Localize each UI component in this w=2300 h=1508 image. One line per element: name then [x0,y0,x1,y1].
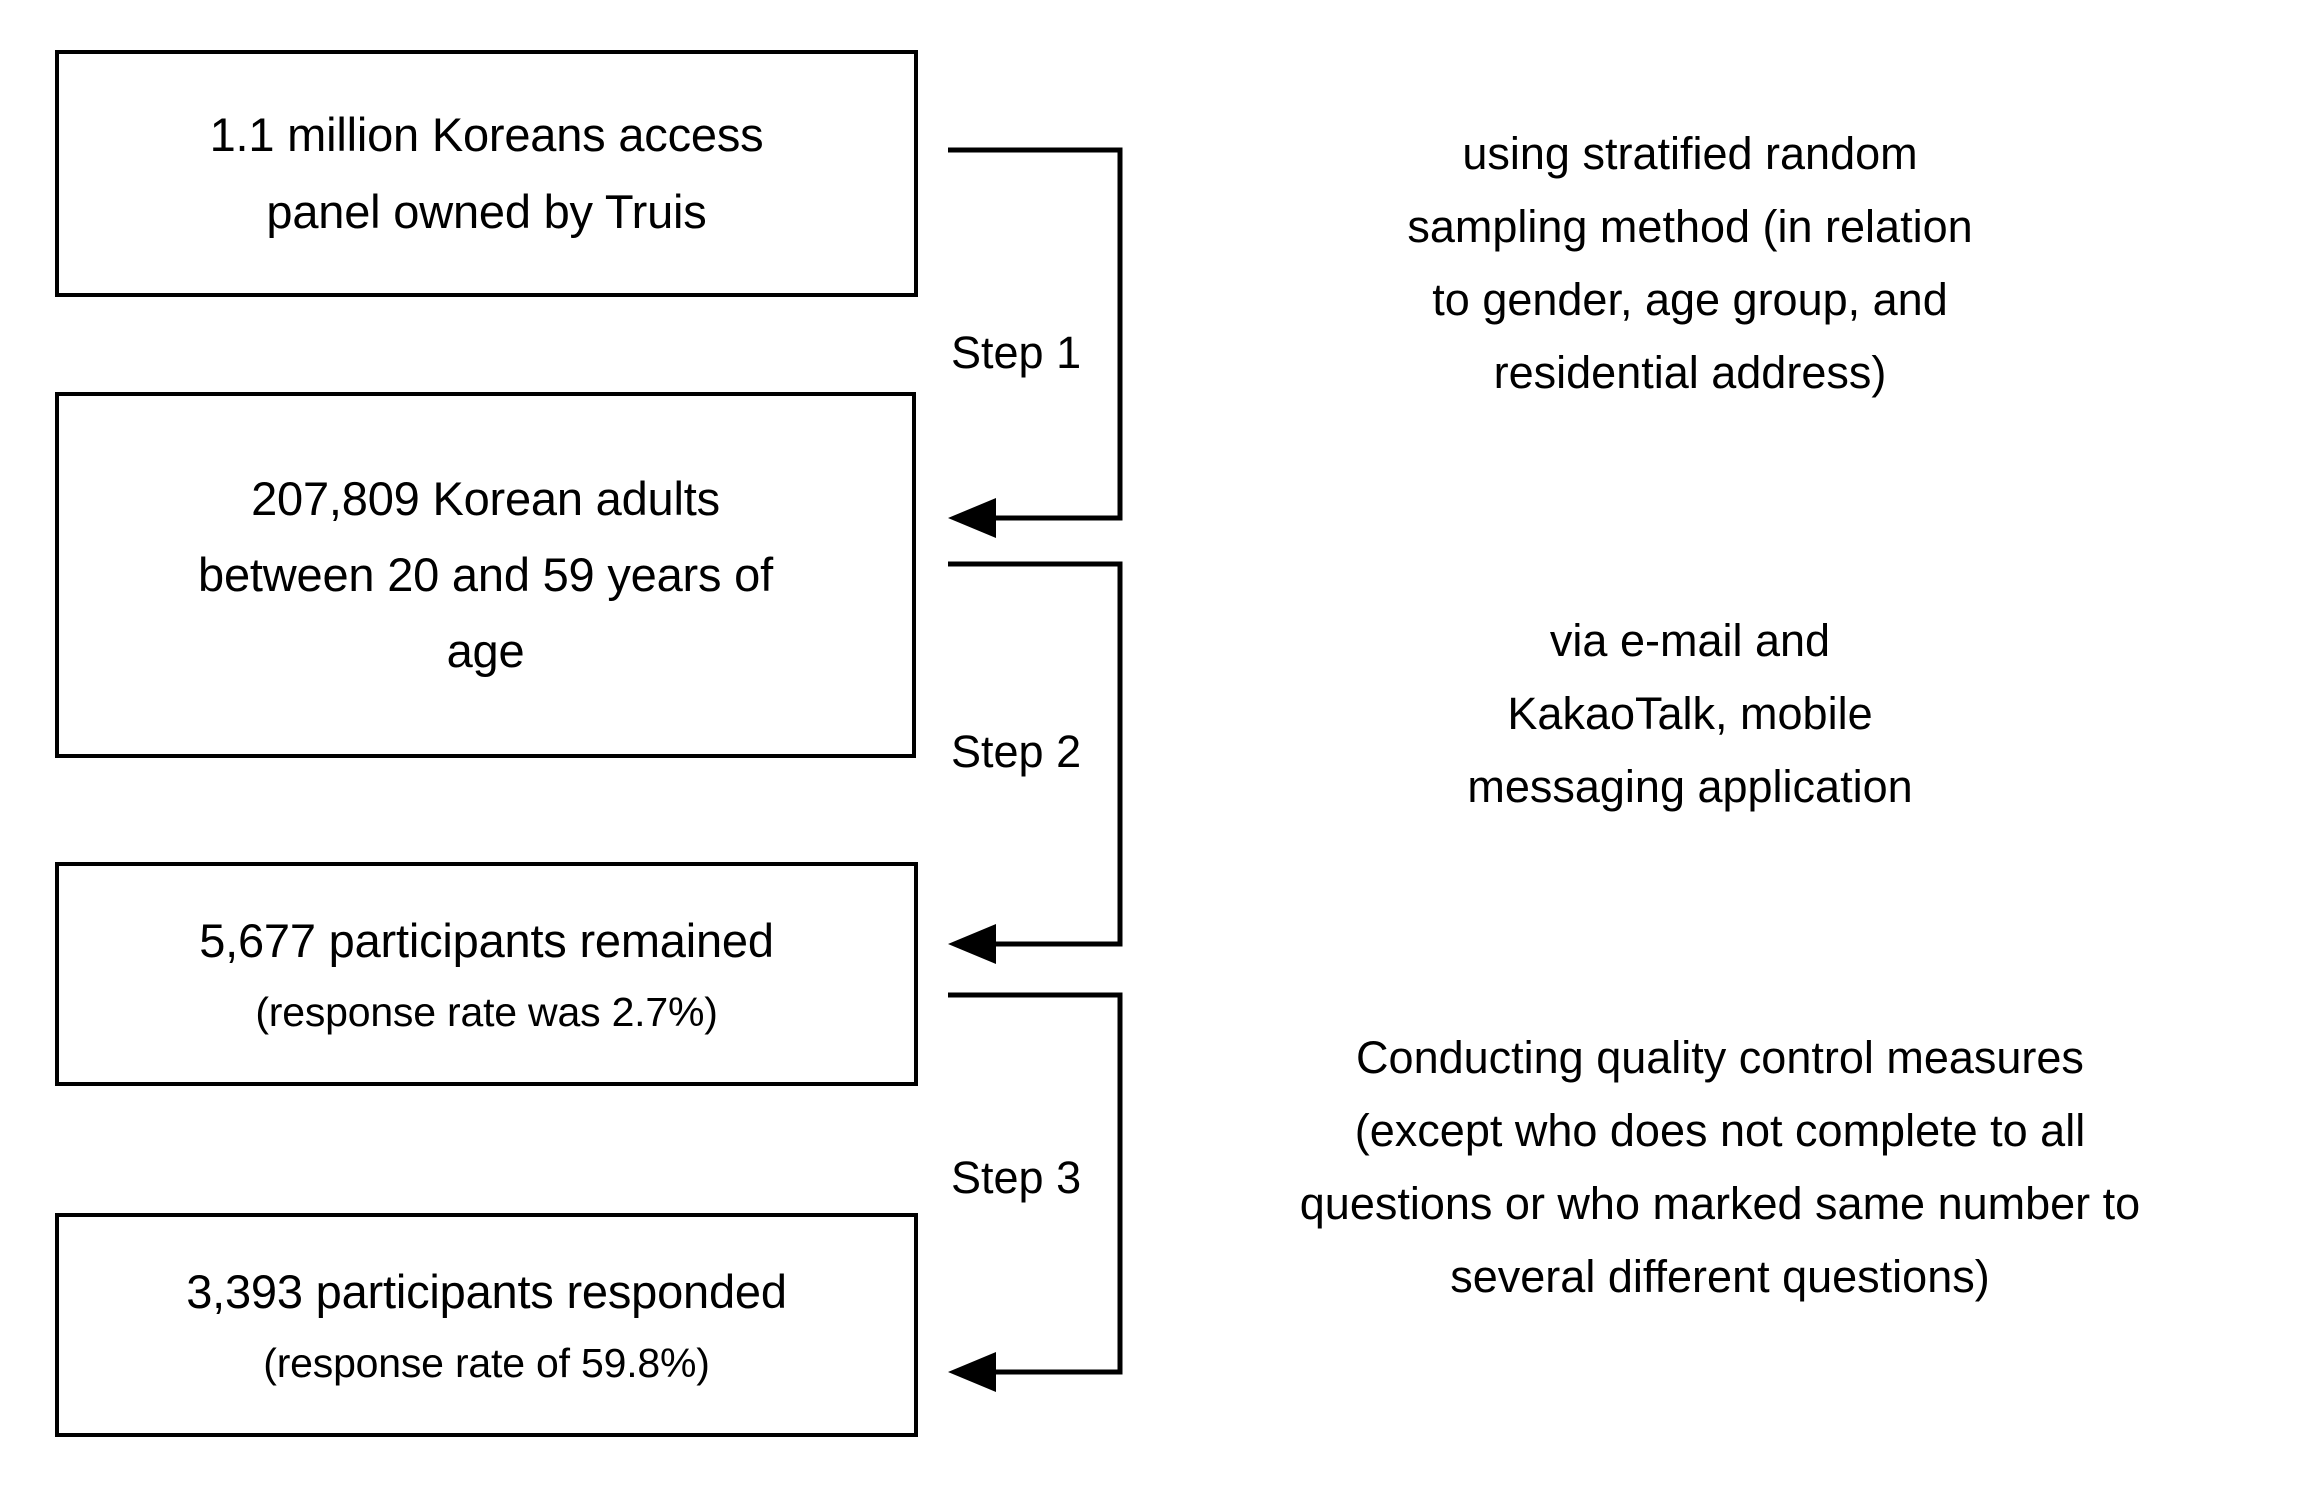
flow-box-eligible: 207,809 Korean adults between 20 and 59 … [55,392,916,758]
connector-step-2-arrowhead [948,924,996,964]
note-sampling-line-1: using stratified random [1462,128,1918,179]
step-label-2: Step 2 [951,726,1082,777]
connector-step-1-arrowhead [948,498,996,538]
note-contact-line-2: KakaoTalk, mobile [1507,687,1873,739]
flow-box-population: 1.1 million Koreans access panel owned b… [55,50,918,297]
note-sampling-line-3: to gender, age group, and [1432,273,1948,325]
flow-box-eligible-line-3: age [446,624,525,678]
note-quality-line-2: (except who does not complete to all [1354,1104,2086,1156]
flow-box-responded-line-2: (response rate of 59.8%) [263,1339,710,1386]
flow-box-responded: 3,393 participants responded (response r… [55,1213,918,1437]
note-sampling: using stratified random sampling method … [1250,118,2130,410]
flow-box-remained-line-2: (response rate was 2.7%) [255,988,718,1035]
step-label-3: Step 3 [951,1152,1082,1203]
note-sampling-line-2: sampling method (in relation [1407,200,1973,252]
flow-box-responded-line-1: 3,393 participants responded [186,1264,787,1318]
flow-box-eligible-line-2: between 20 and 59 years of [198,547,773,601]
flow-box-population-line-1: 1.1 million Koreans access [209,108,764,162]
connector-step-3-arrowhead [948,1352,996,1392]
note-quality: Conducting quality control measures (exc… [1190,1022,2250,1314]
note-contact-line-1: via e-mail and [1549,615,1831,666]
note-sampling-line-4: residential address) [1493,346,1887,398]
step-label-1: Step 1 [951,327,1082,378]
note-quality-line-4: several different questions) [1450,1250,1990,1302]
flow-box-remained: 5,677 participants remained (response ra… [55,862,918,1086]
note-quality-line-1: Conducting quality control measures [1356,1032,2084,1083]
note-quality-line-3: questions or who marked same number to [1299,1177,2141,1229]
flow-box-remained-line-1: 5,677 participants remained [199,913,774,967]
note-contact-line-3: messaging application [1467,760,1913,812]
flow-box-population-line-2: panel owned by Truis [266,184,707,238]
note-contact: via e-mail and KakaoTalk, mobile messagi… [1250,605,2130,824]
flow-box-eligible-line-1: 207,809 Korean adults [251,471,720,525]
